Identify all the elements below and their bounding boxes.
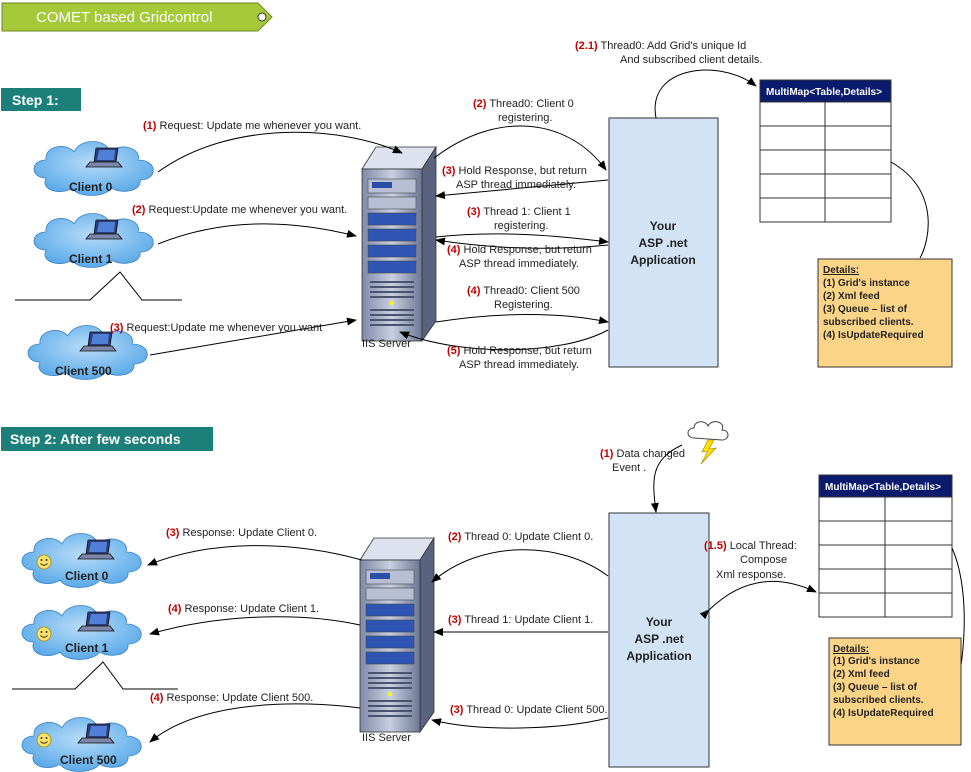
msg-arrow-4 [435, 237, 609, 249]
event-label-a: (1) Data changed [600, 448, 685, 460]
msg-arrow-3 [435, 233, 609, 245]
step2-label: Step 2: After few seconds [10, 431, 181, 447]
response-label-1: (3) Response: Update Client 0. [166, 527, 317, 539]
details-item-step1: (3) Queue – list of [823, 304, 908, 315]
step1-label: Step 1: [12, 92, 59, 108]
request-arrow-2 [157, 223, 357, 245]
msg-label-6b: ASP thread immediately. [459, 359, 579, 371]
client-1-label-step2: Client 1 [65, 641, 109, 655]
thread-label-1: (2) Thread 0: Update Client 0. [448, 531, 593, 543]
app-line-3-step2: Application [626, 649, 691, 663]
local-label-c: Xml response. [716, 569, 786, 581]
request-label-2: (2) Request:Update me whenever you want. [132, 204, 347, 216]
msg-label-1b: registering. [498, 112, 552, 124]
iis-server-step1 [361, 146, 437, 342]
msg-label-1a: (2) Thread0: Client 0 [473, 98, 574, 110]
details-item-step2: (3) Queue – list of [833, 682, 918, 693]
details-title-step1: Details: [823, 265, 859, 276]
details-item-step1: (1) Grid's instance [823, 278, 910, 289]
msg-arrow-6 [399, 329, 609, 351]
details-item-step1: subscribed clients. [823, 317, 914, 328]
multimap-connector-step1 [890, 161, 929, 259]
iis-server-step2 [359, 537, 435, 733]
client-0-label: Client 0 [69, 180, 113, 194]
add-grid-label-a: (2.1) Thread0: Add Grid's unique Id [575, 40, 746, 52]
multimap-table-step1: MultiMap<Table,Details> [759, 79, 892, 223]
step2-label-box [1, 427, 213, 451]
request-arrow-1 [157, 131, 403, 173]
msg-label-2a: (3) Hold Response, but return [442, 165, 587, 177]
step1-label-box [1, 88, 81, 111]
details-title-step2: Details: [833, 644, 869, 655]
thread-label-2: (3) Thread 1: Update Client 1. [448, 614, 593, 626]
add-grid-arrow [654, 69, 757, 119]
page-title: COMET based Gridcontrol [36, 9, 212, 26]
details-box-step2: Details: (1) Grid's instance (2) Xml fee… [828, 637, 962, 746]
details-item-step2: subscribed clients. [833, 695, 924, 706]
details-item-step2: (4) IsUpdateRequired [833, 708, 934, 719]
add-grid-label-b: And subscribed client details. [620, 54, 762, 66]
client-500-label: Client 500 [55, 364, 112, 378]
local-label-a: (1.5) Local Thread: [704, 540, 797, 552]
thread-label-3: (3) Thread 0: Update Client 500. [450, 704, 608, 716]
msg-label-2b: ASP thread immediately. [456, 179, 576, 191]
step1-ellipsis-break [15, 271, 182, 301]
details-item-step2: (1) Grid's instance [833, 656, 920, 667]
request-label-3: (3) Request:Update me whenever you want [110, 322, 322, 334]
msg-label-3b: registering. [494, 220, 548, 232]
thread-arrow-1 [431, 549, 609, 583]
thread-arrow-3 [431, 717, 609, 729]
response-arrow-2 [149, 616, 361, 636]
asp-app-box-step2 [608, 512, 710, 768]
request-label-1: (1) Request: Update me whenever you want… [143, 120, 361, 132]
msg-label-5b: Registering. [494, 299, 553, 311]
msg-arrow-2 [435, 179, 609, 200]
msg-label-5a: (4) Thread0: Client 500 [467, 285, 580, 297]
details-item-step1: (2) Xml feed [823, 291, 880, 302]
response-label-2: (4) Response: Update Client 1. [168, 603, 319, 615]
app-line-2-step1: ASP .net [638, 236, 687, 250]
app-line-2-step2: ASP .net [634, 632, 683, 646]
response-arrow-3 [149, 703, 361, 743]
response-label-3: (4) Response: Update Client 500. [150, 692, 313, 704]
asp-app-box-step1 [608, 117, 719, 368]
client-0-label-step2: Client 0 [65, 569, 109, 583]
iis-server-label-step2: IIS Server [362, 732, 411, 744]
lightning-cloud-icon [687, 421, 729, 465]
step2-ellipsis-break [12, 661, 178, 690]
client-1-label: Client 1 [69, 252, 113, 266]
response-arrow-1 [147, 545, 363, 566]
msg-arrow-5 [435, 314, 609, 325]
msg-label-4a: (4) Hold Response, but return [447, 244, 592, 256]
msg-label-4b: ASP thread immediately. [459, 258, 579, 270]
client-500-label-step2: Client 500 [60, 753, 117, 767]
app-line-3-step1: Application [630, 253, 695, 267]
msg-label-6a: (5) Hold Response, but return [447, 345, 592, 357]
app-line-1-step2: Your [646, 615, 673, 629]
msg-label-3a: (3) Thread 1: Client 1 [467, 206, 571, 218]
iis-server-label-step1: IIS Server [362, 338, 411, 350]
details-box-step1: Details: (1) Grid's instance (2) Xml fee… [817, 258, 953, 368]
details-item-step2: (2) Xml feed [833, 669, 890, 680]
multimap-header-step1: MultiMap<Table,Details> [766, 87, 882, 98]
event-arrow [650, 444, 683, 513]
event-label-b: Event . [612, 462, 646, 474]
local-thread-arrow [699, 581, 817, 620]
multimap-table-step2: MultiMap<Table,Details> [818, 474, 953, 618]
request-arrow-3 [149, 317, 357, 356]
app-line-1-step1: Your [650, 219, 677, 233]
details-item-step1: (4) IsUpdateRequired [823, 330, 924, 341]
title-tag: COMET based Gridcontrol [1, 2, 273, 32]
local-label-b: Compose [740, 554, 787, 566]
multimap-header-step2: MultiMap<Table,Details> [825, 482, 941, 493]
msg-arrow-1 [433, 125, 607, 171]
